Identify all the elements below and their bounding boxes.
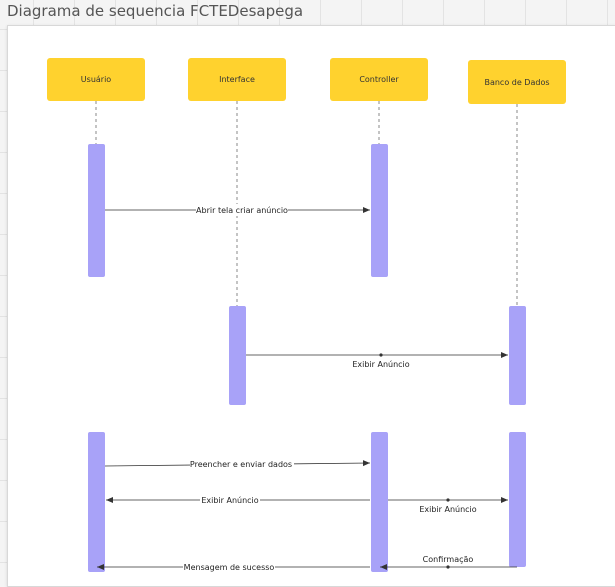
participant-banco[interactable]: Banco de Dados bbox=[468, 60, 566, 104]
activation-controller-2[interactable] bbox=[371, 432, 388, 572]
message-confirmacao-label: Confirmação bbox=[423, 555, 474, 564]
message-preencher-enviar-label: Preencher e enviar dados bbox=[190, 460, 292, 469]
message-preencher-enviar[interactable]: Preencher e enviar dados bbox=[104, 458, 371, 470]
sequence-diagram[interactable]: Usuário Interface Controller Banco de Da… bbox=[0, 0, 615, 575]
participant-interface-label: Interface bbox=[219, 75, 255, 84]
message-abrir-tela-label: Abrir tela criar anúncio bbox=[196, 206, 288, 215]
activation-banco-1[interactable] bbox=[509, 306, 526, 405]
activation-usuario-1[interactable] bbox=[88, 144, 105, 277]
participant-controller[interactable]: Controller bbox=[330, 58, 428, 101]
message-exibir-anuncio-1-label: Exibir Anúncio bbox=[352, 360, 409, 369]
participant-usuario[interactable]: Usuário bbox=[47, 58, 145, 101]
activation-interface-1[interactable] bbox=[229, 306, 246, 405]
participant-interface[interactable]: Interface bbox=[188, 58, 286, 101]
participant-controller-label: Controller bbox=[359, 75, 399, 84]
message-exibir-anuncio-3[interactable]: Exibir Anúncio bbox=[388, 497, 508, 514]
message-mensagem-sucesso[interactable]: Mensagem de sucesso bbox=[97, 561, 370, 573]
activation-usuario-2[interactable] bbox=[88, 432, 105, 572]
message-mensagem-sucesso-label: Mensagem de sucesso bbox=[184, 563, 275, 572]
message-exibir-anuncio-1[interactable]: Exibir Anúncio bbox=[246, 352, 508, 369]
message-exibir-anuncio-3-label: Exibir Anúncio bbox=[419, 505, 476, 514]
message-abrir-tela[interactable]: Abrir tela criar anúncio bbox=[105, 204, 370, 216]
participant-usuario-label: Usuário bbox=[81, 75, 112, 84]
activation-banco-2[interactable] bbox=[509, 432, 526, 567]
message-exibir-anuncio-2-label: Exibir Anúncio bbox=[201, 496, 258, 505]
message-exibir-anuncio-2[interactable]: Exibir Anúncio bbox=[106, 494, 370, 506]
message-confirmacao[interactable]: Confirmação bbox=[380, 555, 517, 570]
participant-banco-label: Banco de Dados bbox=[484, 78, 549, 87]
board-title: Diagrama de sequencia FCTEDesapega bbox=[7, 2, 304, 20]
activation-controller-1[interactable] bbox=[371, 144, 388, 277]
